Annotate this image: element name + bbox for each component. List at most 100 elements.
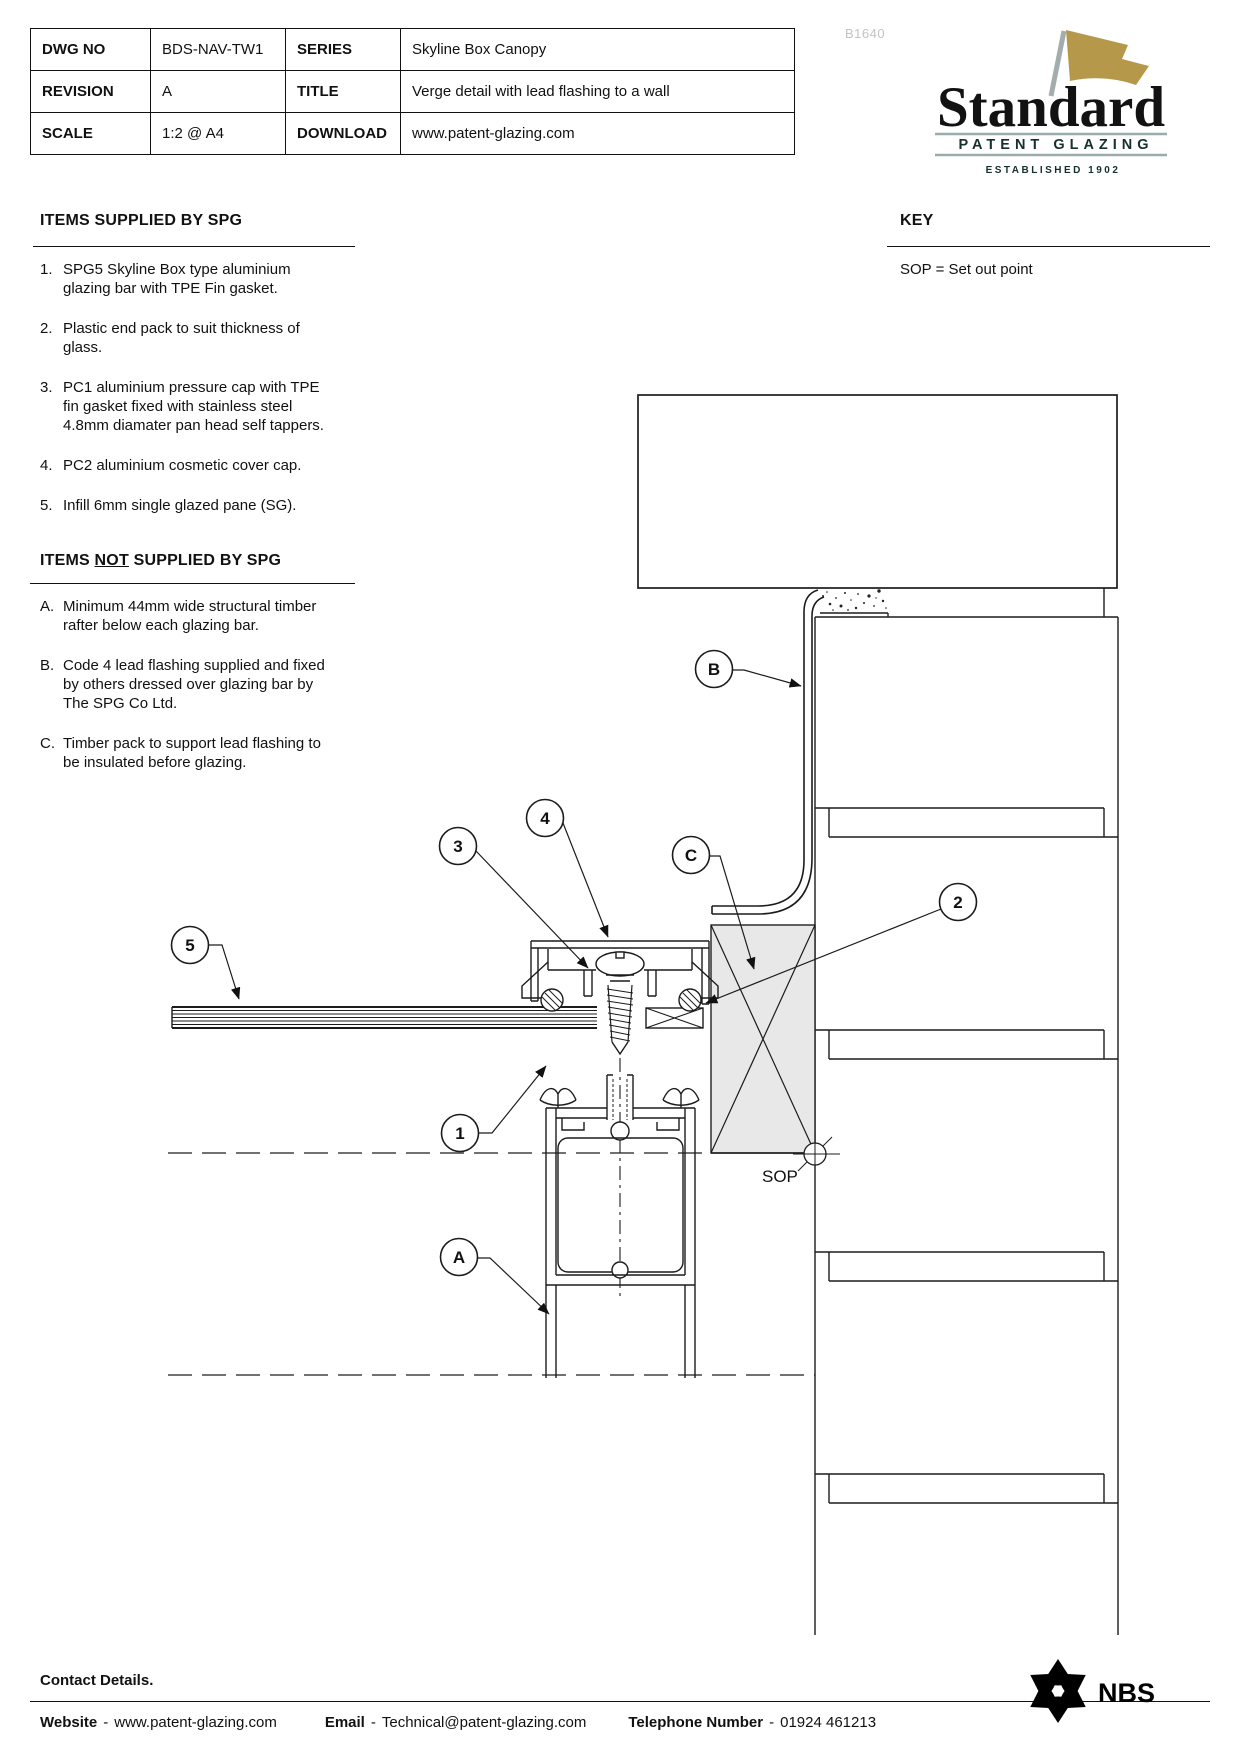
table-row: SCALE 1:2 @ A4 DOWNLOAD www.patent-glazi… [30, 112, 795, 155]
table-row: DWG NO BDS-NAV-TW1 SERIES Skyline Box Ca… [30, 28, 795, 71]
callout-5: 5 [170, 925, 210, 965]
list-item: 2. Plastic end pack to suit thickness of… [40, 319, 336, 357]
mortar-bed [822, 589, 887, 611]
fin-gasket [539, 1087, 577, 1108]
callout-label: A [453, 1248, 465, 1267]
brand-established: ESTABLISHED 1902 [986, 165, 1121, 176]
list-item: 4. PC2 aluminium cosmetic cover cap. [40, 456, 336, 475]
phone-label: Telephone Number [628, 1714, 764, 1731]
items-not-supplied-heading: ITEMS NOT SUPPLIED BY SPG [40, 552, 281, 570]
timber-rafter [545, 1285, 696, 1378]
heading-part: ITEMS [40, 552, 95, 569]
callout-A: A [439, 1237, 479, 1277]
pressure-cap [521, 949, 719, 999]
item-letter: C. [40, 735, 55, 752]
callout-label: 1 [455, 1124, 464, 1143]
callout-label: C [685, 846, 697, 865]
list-item: A. Minimum 44mm wide structural timber r… [40, 597, 336, 635]
callout-1: 1 [440, 1113, 480, 1153]
callout-label: 4 [540, 809, 550, 828]
callout-4: 4 [525, 798, 565, 838]
download-value: www.patent-glazing.com [400, 112, 795, 155]
website-label: Website [40, 1714, 98, 1731]
item-text: PC2 aluminium cosmetic cover cap. [63, 457, 302, 474]
callout-B: B [694, 649, 734, 689]
heading-part-underlined: NOT [94, 552, 129, 569]
glazing-bar-box [539, 1074, 700, 1286]
scale-value: 1:2 @ A4 [150, 112, 286, 155]
callout-label: B [708, 660, 720, 679]
nbs-text: NBS [1098, 1678, 1155, 1708]
dwg-no-value: BDS-NAV-TW1 [150, 28, 286, 71]
item-text: Code 4 lead flashing supplied and fixed … [63, 657, 325, 712]
brick-wall [814, 616, 1119, 1635]
table-row: REVISION A TITLE Verge detail with lead … [30, 70, 795, 113]
phone-value: 01924 461213 [780, 1714, 877, 1731]
item-text: PC1 aluminium pressure cap with TPE fin … [63, 379, 324, 434]
company-logo: Standard PATENT GLAZING ESTABLISHED 1902 [935, 30, 1167, 176]
divider [887, 246, 1210, 247]
divider [30, 1701, 1210, 1702]
flag-pole [1048, 30, 1067, 97]
item-text: Timber pack to support lead flashing to … [63, 735, 321, 771]
item-number: 3. [40, 379, 53, 396]
items-supplied-heading: ITEMS SUPPLIED BY SPG [40, 212, 243, 229]
nbs-flower-icon [1030, 1659, 1086, 1723]
item-number: 2. [40, 320, 53, 337]
separator: - [769, 1714, 775, 1731]
callout-label: 2 [953, 893, 962, 912]
glass-pane [171, 1006, 597, 1029]
cover-cap [530, 940, 710, 1005]
callout-C: C [671, 835, 711, 875]
title-value: Verge detail with lead flashing to a wal… [400, 70, 795, 113]
download-label: DOWNLOAD [285, 112, 401, 155]
website-value: www.patent-glazing.com [114, 1714, 277, 1731]
wall-structure-above [637, 394, 1118, 589]
lead-flashing [711, 589, 825, 915]
item-text: Plastic end pack to suit thickness of gl… [63, 320, 300, 356]
item-number: 4. [40, 457, 53, 474]
key-entry: SOP = Set out point [900, 261, 1033, 278]
items-supplied-list: 1. SPG5 Skyline Box type aluminium glazi… [40, 260, 336, 536]
item-letter: B. [40, 657, 55, 674]
item-letter: A. [40, 598, 55, 615]
email-value: Technical@patent-glazing.com [381, 1714, 587, 1731]
item-text: SPG5 Skyline Box type aluminium glazing … [63, 261, 291, 297]
callout-3: 3 [438, 826, 478, 866]
list-item: 3. PC1 aluminium pressure cap with TPE f… [40, 378, 336, 435]
series-value: Skyline Box Canopy [400, 28, 795, 71]
title-label: TITLE [285, 70, 401, 113]
fin-gasket [662, 1087, 700, 1108]
sop-label: SOP [762, 1167, 798, 1186]
callout-2: 2 [938, 882, 978, 922]
leader-lines [208, 669, 942, 1315]
list-item: 5. Infill 6mm single glazed pane (SG). [40, 496, 336, 515]
list-item: 1. SPG5 Skyline Box type aluminium glazi… [40, 260, 336, 298]
key-heading: KEY [900, 212, 934, 229]
separator: - [370, 1714, 376, 1731]
list-item: B. Code 4 lead flashing supplied and fix… [40, 656, 336, 713]
plastic-end-pack [645, 1007, 704, 1029]
item-number: 1. [40, 261, 53, 278]
callout-label: 5 [185, 936, 194, 955]
item-number: 5. [40, 497, 53, 514]
sheet-watermark: B1640 [845, 26, 886, 41]
scale-label: SCALE [30, 112, 151, 155]
flag-icon [1066, 30, 1149, 85]
separator: - [103, 1714, 109, 1731]
item-text: Minimum 44mm wide structural timber raft… [63, 598, 317, 634]
title-block-table: DWG NO BDS-NAV-TW1 SERIES Skyline Box Ca… [30, 28, 795, 155]
brand-name: Standard [937, 76, 1165, 139]
sop-marker [711, 1132, 840, 1208]
heading-part: SUPPLIED BY SPG [128, 552, 282, 569]
callout-label: 3 [453, 837, 462, 856]
email-label: Email [324, 1714, 365, 1731]
fixing-screw [595, 951, 645, 1056]
dwg-no-label: DWG NO [30, 28, 151, 71]
nbs-logo: NBS [1030, 1659, 1155, 1723]
brand-tagline: PATENT GLAZING [958, 137, 1153, 153]
items-not-supplied-list: A. Minimum 44mm wide structural timber r… [40, 597, 336, 793]
